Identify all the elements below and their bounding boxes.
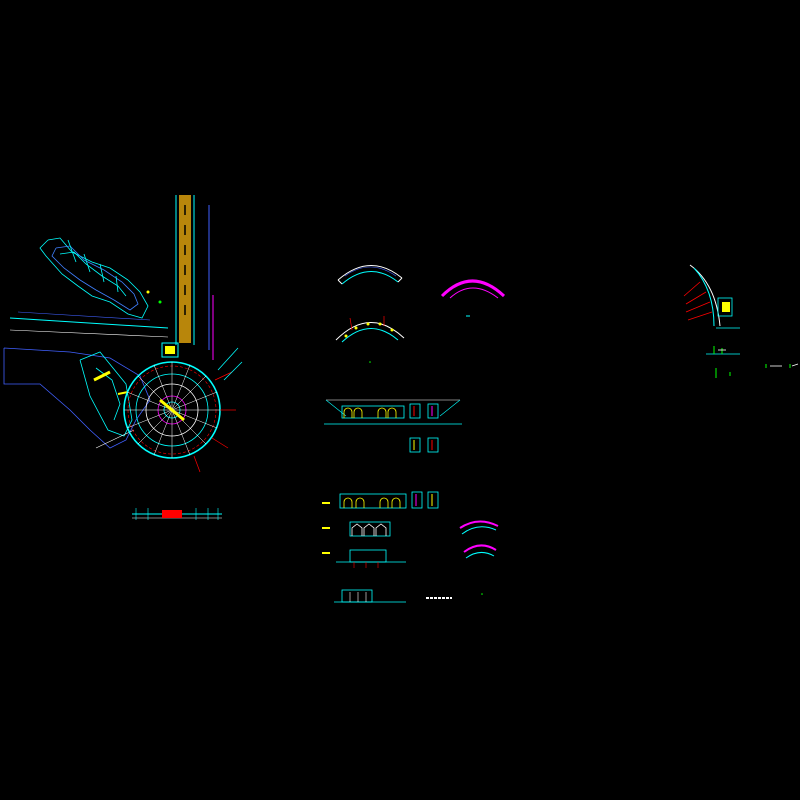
marker-green-1 <box>158 300 162 304</box>
gate-outline <box>161 342 179 358</box>
arc-plan-magenta <box>440 279 506 317</box>
right-detail <box>683 264 799 378</box>
elevation-set <box>322 361 499 603</box>
building-cluster-upper <box>39 237 149 319</box>
plaza-entry <box>217 347 243 381</box>
long-elevation <box>324 399 462 453</box>
plaza-outer-spokes <box>193 371 236 473</box>
boundary-line-2 <box>9 329 169 338</box>
arc-plan-bottom <box>335 316 405 343</box>
plaza-yellow-mark <box>159 398 185 422</box>
section-red-block <box>162 510 182 518</box>
yellow-mark-1 <box>93 370 111 382</box>
boundary-line-1 <box>9 317 169 329</box>
boundary-line-3 <box>17 311 151 321</box>
site-plan <box>3 195 214 449</box>
arc-plan-top <box>337 265 403 285</box>
marker-yellow-1 <box>146 290 150 294</box>
yellow-mark-2 <box>117 391 129 395</box>
left-region <box>3 347 151 449</box>
gate-fill <box>165 346 175 354</box>
plaza-plan <box>123 347 243 473</box>
plan-section-strip <box>132 508 222 520</box>
